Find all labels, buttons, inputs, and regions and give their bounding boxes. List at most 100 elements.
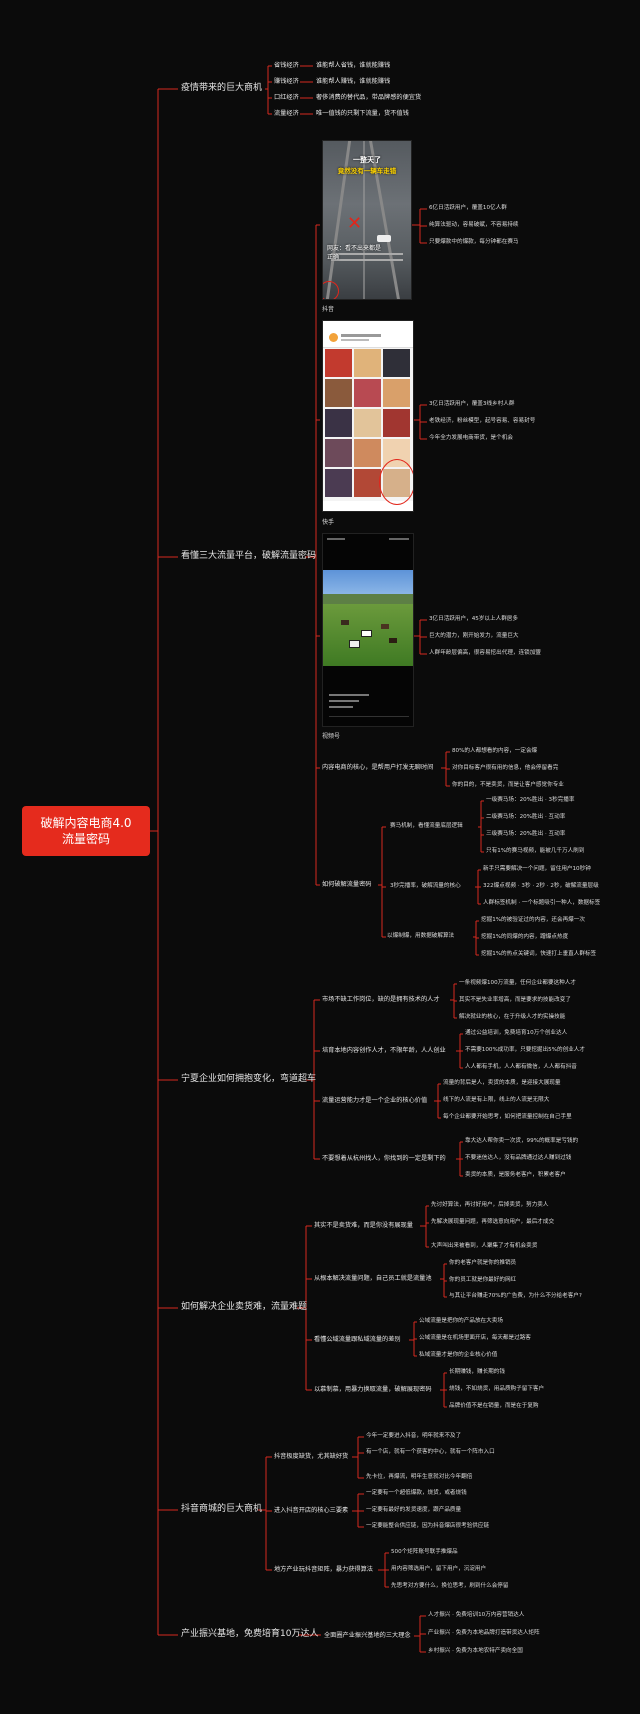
race-item-2[interactable]: 三级赛马场：20%胜出 · 互动率 [486, 831, 566, 837]
b3-g2-item-0[interactable]: 流量的背后是人，卖货的本质，是迎接大展现量 [443, 1080, 561, 1086]
kuaishou-thumbnail [354, 439, 381, 467]
b4-g2-item-0[interactable]: 公域流量是把你的产品放在大卖场 [419, 1318, 503, 1324]
b4-group-1[interactable]: 从根本解决流量问题，自己员工就是流量池 [314, 1275, 432, 1282]
race-label[interactable]: 赛马机制，看懂流量底层逻辑 [390, 823, 463, 829]
douyin-banner-line1: 一整天了 [353, 156, 381, 164]
b4-g2-item-1[interactable]: 公域流量是在机场里面开店，每天都是过路客 [419, 1335, 531, 1341]
branch-douyin-mall[interactable]: 抖音商城的巨大商机 [181, 1504, 263, 1514]
shipinhao-point-2[interactable]: 人群年龄层偏高，很容易挖出代理，连锁加盟 [429, 650, 541, 656]
b3-group-1[interactable]: 培育本地内容创作人才，不限年龄，人人创业 [322, 1047, 446, 1054]
b3-g1-item-1[interactable]: 不需要100%成功率，只要挖掘出5%的创业人才 [465, 1047, 585, 1053]
b3-g2-item-2[interactable]: 每个企业都要开始思考，如何把流量控制在自己手里 [443, 1114, 572, 1120]
b5-g2-item-2[interactable]: 先思考对方要什么，换位思考，刷到什么会停留 [391, 1583, 509, 1589]
kuaishou-point-1[interactable]: 老铁经济，粉丝模型，起号容易、容易封号 [429, 418, 536, 424]
complete-label[interactable]: 3秒完播率，破解流量的核心 [390, 883, 461, 889]
douyin-point-0[interactable]: 6亿日活跃用户，覆盖10亿人群 [429, 205, 507, 211]
b5-group-2[interactable]: 地方产业玩抖音矩阵，暴力获得算法 [274, 1566, 373, 1573]
b4-group-2[interactable]: 看懂公域流量跟私域流量的差别 [314, 1336, 401, 1343]
b1-key-1[interactable]: 赚钱经济 [274, 78, 299, 85]
kuaishou-point-2[interactable]: 今年全力发展电商带货，是个机会 [429, 435, 513, 441]
b5-g1-item-1[interactable]: 一定要有最好的发货速度，跟产品质量 [366, 1507, 462, 1513]
douyin-point-2[interactable]: 只要爆款中的爆款，每分钟都在赛马 [429, 239, 519, 245]
complete-item-0[interactable]: 新手只需要解决一个问题，留住用户10秒钟 [483, 866, 591, 872]
b4-g1-item-2[interactable]: 与其让平台赚走70%的广告费，为什么不分给老客户? [449, 1293, 582, 1299]
b3-g1-item-0[interactable]: 通过公益培训，免费培育10万个创业达人 [465, 1030, 568, 1036]
b1-key-0[interactable]: 省钱经济 [274, 62, 299, 69]
branch-epidemic-opportunity[interactable]: 疫情带来的巨大商机 [181, 83, 263, 93]
b5-g1-item-0[interactable]: 一定要有一个超低爆款，烧货，或者烧钱 [366, 1490, 467, 1496]
b3-g3-item-1[interactable]: 不要迷信达人，没有品牌通过达人赚到过钱 [465, 1155, 572, 1161]
b6-item-2[interactable]: 乡村振兴 · 免费为本地农特产卖向全国 [428, 1648, 523, 1654]
b2-core-label[interactable]: 内容电商的核心，是帮用户打发无聊时间 [322, 764, 434, 771]
b6-group-label[interactable]: 全面圈产业振兴基地的三大理念 [324, 1632, 411, 1639]
race-item-1[interactable]: 二级赛马场：20%胜出 · 互动率 [486, 814, 566, 820]
b3-g0-item-0[interactable]: 一条视频爆100万流量，任何企业都要这种人才 [459, 980, 576, 986]
douyin-caption: 抖音 [322, 306, 335, 313]
replicate-label[interactable]: 以爆制爆，用数据破解算法 [387, 933, 455, 939]
complete-item-1[interactable]: 322爆点视频 · 3秒 · 2秒 · 2秒，破解流量层级 [483, 883, 599, 889]
b2-crack-label[interactable]: 如何破解流量密码 [322, 881, 372, 888]
replicate-item-0[interactable]: 挖掘1%的被验证过的内容，还会再爆一次 [481, 917, 585, 923]
b3-g3-item-2[interactable]: 卖货的本质，是服务老客户，积累老客户 [465, 1172, 566, 1178]
douyin-screenshot: 一整天了 竟然没有一辆车走错 ✕ 网友：看不出来都是 正确 [322, 140, 412, 300]
race-item-3[interactable]: 只有1%的赛马视频，能被几千万人刷到 [486, 848, 585, 854]
branch-three-platforms[interactable]: 看懂三大流量平台，破解流量密码 [181, 551, 317, 561]
b4-g0-item-1[interactable]: 先解决展现量问题，再筛选意向用户，最后才成交 [431, 1219, 555, 1225]
b4-g3-item-0[interactable]: 长期赚钱，赚长期的钱 [449, 1369, 505, 1375]
b3-g3-item-0[interactable]: 靠大达人帮你卖一次货，99%的概率是亏钱的 [465, 1138, 579, 1144]
b4-group-0[interactable]: 其实不是卖货难，而是你没有展现量 [314, 1222, 413, 1229]
b4-g0-item-0[interactable]: 先讨好算法，再讨好用户，后掉卖货，努力卖人 [431, 1202, 549, 1208]
b3-group-2[interactable]: 流量运营能力才是一个企业的核心价值 [322, 1097, 428, 1104]
branch-ningxia-enterprise[interactable]: 宁夏企业如何拥抱变化，弯道超车 [181, 1074, 317, 1084]
b5-group-0[interactable]: 抖音极度缺货，尤其缺好货 [274, 1453, 349, 1460]
replicate-item-1[interactable]: 挖掘1%的同爆的内容，蹭爆点热度 [481, 934, 569, 940]
b3-g0-item-2[interactable]: 解决就业的核心，在于升级人才的实操技能 [459, 1014, 566, 1020]
branch-industry-base[interactable]: 产业振兴基地，免费培育10万达人 [181, 1629, 319, 1639]
kuaishou-thumbnail [325, 409, 352, 437]
b4-g2-item-2[interactable]: 私域流量才是你的企业核心价值 [419, 1352, 498, 1358]
b4-g1-item-0[interactable]: 你的老客户就是你的推销员 [449, 1260, 517, 1266]
kuaishou-point-0[interactable]: 3亿日活跃用户，覆盖3线乡村人群 [429, 401, 515, 407]
b2-core-item-0[interactable]: 80%的人都想看的内容，一定会爆 [452, 748, 538, 754]
b4-g1-item-1[interactable]: 你的员工就是你最好的网红 [449, 1277, 517, 1283]
b4-group-3[interactable]: 以慕制慕，用暴力换取流量，破解展现密码 [314, 1386, 432, 1393]
b6-item-0[interactable]: 人才振兴 · 免费培训10万内容营销达人 [428, 1612, 525, 1618]
b1-val-3[interactable]: 唯一值钱的只剩下流量，货不值钱 [316, 110, 409, 117]
b3-group-0[interactable]: 市场不缺工作岗位，缺的是拥有技术的人才 [322, 996, 440, 1003]
shipinhao-point-1[interactable]: 巨大的潜力，刚开始发力，流量巨大 [429, 633, 519, 639]
b3-g2-item-1[interactable]: 线下的人流是有上限，线上的人流是无限大 [443, 1097, 550, 1103]
b5-g0-item-1[interactable]: 有一个店，就有一个获客的中心，就有一个阵市入口 [366, 1449, 495, 1455]
b2-core-item-2[interactable]: 你的目的，不是卖货，而是让客户感觉你专业 [452, 782, 564, 788]
b3-g0-item-1[interactable]: 其实不是失业率增高，而是要求的技能改变了 [459, 997, 571, 1003]
b1-key-2[interactable]: 口红经济 [274, 94, 299, 101]
b4-g3-item-1[interactable]: 烧钱，不如烧货，用品质购子留下客户 [449, 1386, 545, 1392]
b4-g0-item-2[interactable]: 大声叫出来被看到，人聚集了才有机会卖货 [431, 1243, 538, 1249]
replicate-item-2[interactable]: 挖掘1%的热点关键词，快速打上垂直人群标签 [481, 951, 597, 957]
root-node[interactable]: 破解内容电商4.0 流量密码 [22, 806, 150, 856]
b5-g1-item-2[interactable]: 一定要能整合供应链，因为抖音爆店很考验供应链 [366, 1523, 490, 1529]
b5-g2-item-0[interactable]: 500个矩阵账号联手推爆品 [391, 1549, 458, 1555]
douyin-banner-line2: 竟然没有一辆车走错 [337, 167, 397, 175]
b1-val-2[interactable]: 奢侈消费的替代品，带品牌感的便宜货 [316, 94, 422, 101]
b1-val-0[interactable]: 谁能帮人省钱，谁就能赚钱 [316, 62, 391, 69]
kuaishou-thumbnail [383, 409, 410, 437]
branch-sales-difficulty[interactable]: 如何解决企业卖货难，流量难题 [181, 1302, 308, 1312]
douyin-point-1[interactable]: 纯算法驱动，容易破赋，不容易持续 [429, 222, 519, 228]
b1-val-1[interactable]: 谁能帮人赚钱，谁就能赚钱 [316, 78, 391, 85]
complete-item-2[interactable]: 人群标签机制 · 一个标题吸引一种人，数据标签 [483, 900, 601, 906]
car-icon [377, 235, 391, 242]
b4-g3-item-2[interactable]: 品牌价值不是在销量，而是在于复购 [449, 1403, 539, 1409]
b5-g0-item-0[interactable]: 今年一定要进入抖音，明年就来不及了 [366, 1433, 462, 1439]
shipinhao-point-0[interactable]: 3亿日活跃用户，45岁以上人群居多 [429, 616, 518, 622]
kuaishou-thumbnail [325, 469, 352, 497]
b5-g2-item-1[interactable]: 用内容筛选用户，留下用户，沉淀用户 [391, 1566, 487, 1572]
b6-item-1[interactable]: 产业振兴 · 免费为本地品牌打造带货达人矩阵 [428, 1630, 540, 1636]
race-item-0[interactable]: 一级赛马场：20%胜出 · 3秒完播率 [486, 797, 575, 803]
b2-core-item-1[interactable]: 对你目标客户很有用的信息，他会停留看完 [452, 765, 559, 771]
b5-g0-item-2[interactable]: 先卡位，再爆流，明年生意就对比今年翻倍 [366, 1474, 473, 1480]
b3-group-3[interactable]: 不要想着从杭州找人，你找到的一定是剩下的 [322, 1155, 446, 1162]
b3-g1-item-2[interactable]: 人人都有手机，人人都有微信，人人都有抖音 [465, 1064, 577, 1070]
douyin-overlay-text: 网友：看不出来都是 正确 [327, 245, 382, 261]
b1-key-3[interactable]: 流量经济 [274, 110, 299, 117]
b5-group-1[interactable]: 进入抖音开店的核心三要素 [274, 1507, 349, 1514]
